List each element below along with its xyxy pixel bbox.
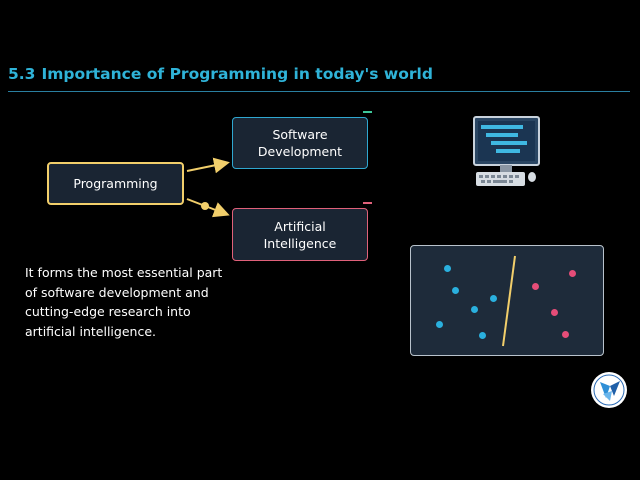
artificial-intelligence-node: Artificial Intelligence: [232, 208, 368, 261]
programming-node: Programming: [47, 162, 184, 205]
section-number: 5.3: [8, 65, 36, 83]
title-text: Importance of Programming in today's wor…: [41, 65, 433, 83]
scatter-point: [551, 309, 558, 316]
description-text: It forms the most essential part of soft…: [25, 265, 223, 339]
scatter-point: [562, 331, 569, 338]
software-accent-mark: [363, 111, 372, 113]
decision-boundary: [502, 255, 516, 347]
desktop-computer-icon: [473, 116, 540, 186]
scatter-point: [444, 265, 451, 272]
slide-title: 5.3 Importance of Programming in today's …: [8, 65, 433, 83]
scatter-point: [490, 295, 497, 302]
scatter-point: [471, 306, 478, 313]
classification-scatter-icon: [410, 245, 604, 356]
arrow-to-software: [186, 157, 230, 174]
scatter-point: [532, 283, 539, 290]
title-divider: [8, 91, 630, 92]
software-development-node: Software Development: [232, 117, 368, 169]
scatter-point: [569, 270, 576, 277]
software-development-label: Software Development: [257, 127, 343, 159]
arrow-joint: [201, 202, 209, 210]
scatter-point: [479, 332, 486, 339]
ai-accent-mark: [363, 202, 372, 204]
artificial-intelligence-label: Artificial Intelligence: [263, 218, 337, 251]
scatter-point: [452, 287, 459, 294]
programming-label: Programming: [73, 176, 158, 191]
scatter-point: [436, 321, 443, 328]
